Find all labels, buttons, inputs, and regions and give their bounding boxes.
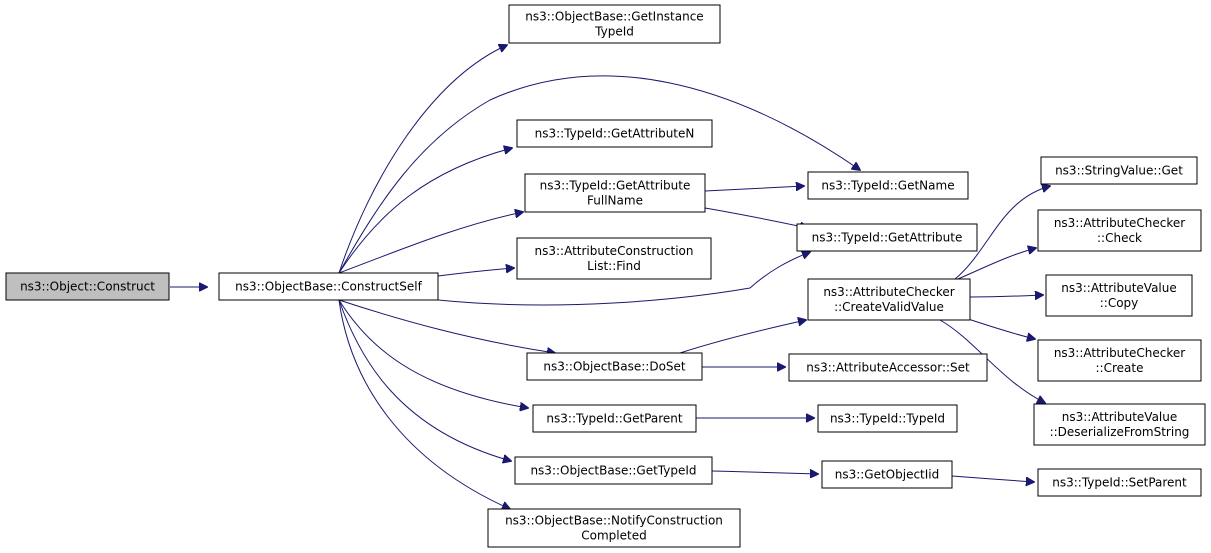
node-label: ns3::AttributeChecker — [823, 285, 954, 299]
node-attributechecker-check[interactable]: ns3::AttributeChecker::Check — [1037, 209, 1202, 252]
node-label: ns3::ObjectBase::GetTypeId — [530, 464, 696, 478]
edge-typeid-getattributefullname-to-typeid-getattribute — [704, 207, 808, 228]
node-attributechecker-createvalidvalue[interactable]: ns3::AttributeChecker::CreateValidValue — [807, 278, 971, 321]
node-objectbase-notifyconstructioncompleted[interactable]: ns3::ObjectBase::NotifyConstructionCompl… — [487, 508, 741, 548]
edge-objectbase-constructself-to-typeid-getattribute — [437, 252, 810, 306]
edge-attributechecker-createvalidvalue-to-attributevalue-copy — [969, 295, 1043, 297]
node-label: ns3::TypeId::GetName — [821, 179, 954, 193]
node-box — [487, 508, 741, 548]
node-box — [1037, 468, 1202, 497]
node-label: Completed — [581, 529, 646, 543]
node-label: ns3::ObjectBase::DoSet — [543, 360, 686, 374]
edge-attributechecker-createvalidvalue-to-stringvalue-get — [954, 186, 1050, 280]
node-typeid-getparent[interactable]: ns3::TypeId::GetParent — [532, 404, 697, 433]
edge-attributechecker-createvalidvalue-to-attributevalue-deserializefromstring — [939, 319, 1045, 403]
node-label: ns3::TypeId::GetParent — [546, 412, 682, 426]
node-label: ::CreateValidValue — [834, 300, 944, 314]
edge-getobjectiid-to-typeid-setparent — [951, 475, 1034, 482]
edge-objectbase-doset-to-attributechecker-createvalidvalue — [679, 320, 806, 354]
node-box — [524, 173, 706, 213]
node-attributechecker-create[interactable]: ns3::AttributeChecker::Create — [1037, 339, 1202, 382]
node-label: ns3::TypeId::GetAttribute — [540, 179, 691, 193]
node-objectbase-doset[interactable]: ns3::ObjectBase::DoSet — [526, 352, 703, 381]
node-label: ns3::TypeId::GetAttributeN — [535, 127, 695, 141]
node-label: ::Copy — [1100, 296, 1139, 310]
node-box — [1040, 156, 1198, 185]
node-label: ns3::AttributeValue — [1062, 410, 1178, 424]
edges — [170, 45, 1050, 509]
node-label: ns3::Object::Construct — [20, 280, 155, 294]
edge-objectbase-constructself-to-typeid-getattributefullname — [338, 212, 523, 274]
node-label: List::Find — [587, 259, 641, 273]
node-object-construct[interactable]: ns3::Object::Construct — [5, 272, 170, 301]
node-label: ns3::ObjectBase::ConstructSelf — [235, 280, 422, 294]
node-box — [1045, 274, 1193, 317]
node-label: ::DeserializeFromString — [1050, 425, 1190, 439]
edge-objectbase-constructself-to-objectbase-gettypeid — [338, 299, 511, 461]
node-box — [807, 278, 971, 321]
node-typeid-typeid[interactable]: ns3::TypeId::TypeId — [817, 404, 958, 433]
node-label: ns3::ObjectBase::NotifyConstruction — [505, 514, 723, 528]
node-typeid-setparent[interactable]: ns3::TypeId::SetParent — [1037, 468, 1202, 497]
node-label: ns3::AttributeChecker — [1054, 216, 1185, 230]
node-label: TypeId — [594, 25, 634, 39]
node-box — [532, 404, 697, 433]
node-typeid-getattribute[interactable]: ns3::TypeId::GetAttribute — [796, 223, 978, 252]
edge-objectbase-constructself-to-objectbase-notifyconstructioncompleted — [338, 299, 510, 509]
node-box — [821, 460, 953, 489]
node-objectbase-gettypeid[interactable]: ns3::ObjectBase::GetTypeId — [514, 456, 713, 485]
node-label: ns3::TypeId::GetAttribute — [812, 231, 963, 245]
node-label: ns3::AttributeChecker — [1054, 346, 1185, 360]
node-box — [817, 404, 958, 433]
node-label: FullName — [587, 194, 643, 208]
edge-objectbase-constructself-to-attributeconstructionlist-find — [437, 268, 514, 277]
node-box — [807, 171, 969, 200]
node-stringvalue-get[interactable]: ns3::StringValue::Get — [1040, 156, 1198, 185]
edge-objectbase-constructself-to-typeid-getparent — [338, 299, 528, 408]
node-box — [516, 119, 713, 148]
node-box — [1037, 339, 1202, 382]
node-label: ns3::AttributeConstruction — [535, 244, 694, 258]
node-box — [1037, 209, 1202, 252]
node-label: ns3::TypeId::TypeId — [830, 412, 945, 426]
node-label: ::Create — [1096, 361, 1144, 375]
node-attributevalue-deserializefromstring[interactable]: ns3::AttributeValue::DeserializeFromStri… — [1033, 403, 1206, 446]
nodes: ns3::Object::Construct ns3::ObjectBase::C… — [5, 4, 1206, 548]
node-box — [526, 352, 703, 381]
edge-attributechecker-createvalidvalue-to-attributechecker-create — [964, 317, 1035, 339]
node-box — [514, 456, 713, 485]
node-box — [788, 353, 988, 382]
node-box — [516, 237, 712, 280]
node-attributevalue-copy[interactable]: ns3::AttributeValue::Copy — [1045, 274, 1193, 317]
node-typeid-getattributen[interactable]: ns3::TypeId::GetAttributeN — [516, 119, 713, 148]
node-box — [218, 272, 439, 301]
node-box — [1033, 403, 1206, 446]
node-label: ::Check — [1097, 231, 1142, 245]
edge-attributechecker-createvalidvalue-to-attributechecker-check — [957, 248, 1036, 280]
node-objectbase-constructself[interactable]: ns3::ObjectBase::ConstructSelf — [218, 272, 439, 301]
node-label: ns3::AttributeAccessor::Set — [806, 361, 970, 375]
edge-objectbase-constructself-to-typeid-getname — [338, 75, 860, 274]
edge-objectbase-constructself-to-objectbase-getinstancetypeid — [338, 45, 507, 274]
edge-objectbase-constructself-to-objectbase-doset — [338, 299, 555, 353]
node-label: ns3::AttributeValue — [1061, 281, 1177, 295]
node-box — [796, 223, 978, 252]
node-getobjectiid[interactable]: ns3::GetObjectIid — [821, 460, 953, 489]
node-label: ns3::TypeId::SetParent — [1052, 476, 1187, 490]
edge-typeid-getattributefullname-to-typeid-getname — [704, 186, 804, 192]
node-attributeaccessor-set[interactable]: ns3::AttributeAccessor::Set — [788, 353, 988, 382]
node-label: ns3::StringValue::Get — [1055, 164, 1183, 178]
node-box — [5, 272, 170, 301]
node-label: ns3::GetObjectIid — [835, 468, 940, 482]
edge-objectbase-gettypeid-to-getobjectiid — [711, 471, 818, 474]
node-label: ns3::ObjectBase::GetInstance — [525, 10, 703, 24]
node-typeid-getname[interactable]: ns3::TypeId::GetName — [807, 171, 969, 200]
node-box — [508, 4, 721, 44]
edge-objectbase-constructself-to-typeid-getattributen — [338, 148, 512, 274]
